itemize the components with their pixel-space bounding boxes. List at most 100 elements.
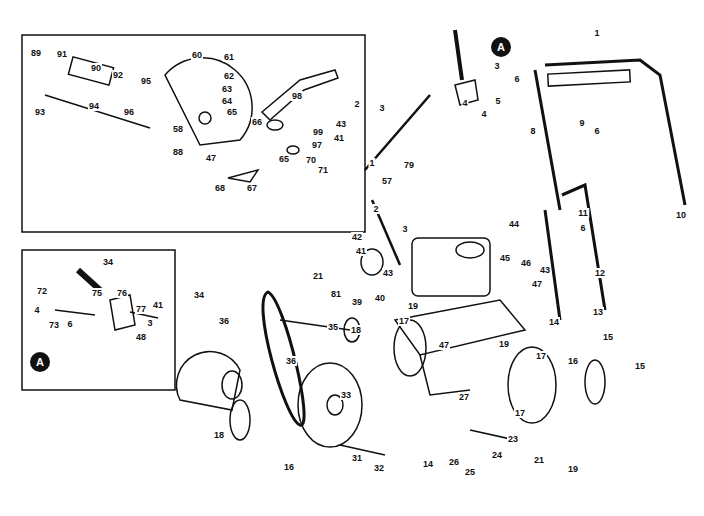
blade-guard [176, 351, 240, 410]
callout-number: 57 [381, 176, 393, 186]
callout-number: 47 [531, 279, 543, 289]
callout-number: 32 [373, 463, 385, 473]
inset-frame [22, 35, 365, 232]
wheel [394, 320, 426, 376]
callout-number: 17 [398, 316, 410, 326]
callout-number: 46 [520, 258, 532, 268]
callout-number: 1 [593, 28, 600, 38]
callout-number: 61 [223, 52, 235, 62]
callout-number: 23 [507, 434, 519, 444]
callout-number: 12 [594, 268, 606, 278]
callout-number: 19 [567, 464, 579, 474]
callout-number: 6 [579, 223, 586, 233]
lever [455, 30, 462, 80]
lower-handle [562, 185, 605, 310]
callout-number: 41 [152, 300, 164, 310]
callout-number: 11 [577, 208, 589, 218]
callout-number: 76 [116, 288, 128, 298]
shaft [68, 57, 113, 85]
shaft [280, 320, 350, 330]
callout-number: 13 [592, 307, 604, 317]
callout-number: 41 [333, 133, 345, 143]
fuel-cap [456, 242, 484, 258]
callout-number: 43 [335, 119, 347, 129]
callout-number: 93 [34, 107, 46, 117]
callout-number: 92 [112, 70, 124, 80]
callout-number: 91 [56, 49, 68, 59]
callout-number: 35 [327, 322, 339, 332]
callout-number: 36 [285, 356, 297, 366]
callout-number: 25 [464, 467, 476, 477]
callout-number: 48 [135, 332, 147, 342]
callout-number: 72 [36, 286, 48, 296]
callout-number: 89 [30, 48, 42, 58]
callout-number: 3 [493, 61, 500, 71]
callout-number: 98 [291, 91, 303, 101]
callout-number: 81 [330, 289, 342, 299]
callout-number: 88 [172, 147, 184, 157]
bolt [45, 95, 150, 128]
callout-number: 47 [205, 153, 217, 163]
callout-number: 1 [368, 158, 375, 168]
wheel-cap [585, 360, 605, 404]
callout-number: 94 [88, 101, 100, 111]
wheel [508, 347, 556, 423]
bolt [55, 310, 95, 315]
callout-number: 79 [403, 160, 415, 170]
callout-number: 6 [66, 319, 73, 329]
callout-number: 95 [140, 76, 152, 86]
callout-number: 24 [491, 450, 503, 460]
reference-circle: A [491, 37, 511, 57]
callout-number: 65 [278, 154, 290, 164]
callout-number: 18 [350, 325, 362, 335]
callout-number: 70 [305, 155, 317, 165]
callout-number: 31 [351, 453, 363, 463]
callout-number: 71 [317, 165, 329, 175]
callout-number: 60 [191, 50, 203, 60]
callout-number: 65 [226, 107, 238, 117]
callout-number: 4 [33, 305, 40, 315]
callout-number: 15 [602, 332, 614, 342]
callout-number: 62 [223, 71, 235, 81]
deck [395, 300, 525, 355]
callout-number: 27 [458, 392, 470, 402]
callout-number: 36 [218, 316, 230, 326]
spring [78, 270, 100, 290]
callout-number: 41 [355, 246, 367, 256]
blade-hub [222, 371, 242, 399]
inset-frame [22, 250, 175, 390]
callout-number: 17 [514, 408, 526, 418]
deck-arm [420, 355, 470, 395]
reference-letter: A [497, 42, 505, 53]
control-rod [372, 200, 400, 265]
callout-number: 67 [246, 183, 258, 193]
reference-letter: A [36, 357, 44, 368]
washer [267, 120, 283, 130]
callout-number: 45 [499, 253, 511, 263]
callout-number: 40 [374, 293, 386, 303]
callout-number: 3 [146, 318, 153, 328]
callout-number: 34 [193, 290, 205, 300]
callout-number: 77 [135, 304, 147, 314]
upper-handle [535, 70, 560, 210]
callout-number: 19 [407, 301, 419, 311]
callout-number: 21 [533, 455, 545, 465]
hub [199, 112, 211, 124]
callout-number: 68 [214, 183, 226, 193]
callout-number: 9 [578, 118, 585, 128]
callout-number: 21 [312, 271, 324, 281]
engine [412, 238, 490, 296]
callout-number: 43 [382, 268, 394, 278]
callout-number: 5 [494, 96, 501, 106]
callout-number: 43 [539, 265, 551, 275]
callout-number: 96 [123, 107, 135, 117]
callout-number: 16 [283, 462, 295, 472]
blade-guard [165, 58, 252, 145]
callout-number: 6 [593, 126, 600, 136]
callout-number: 63 [221, 84, 233, 94]
callout-number: 8 [529, 126, 536, 136]
callout-number: 39 [351, 297, 363, 307]
bracket [262, 70, 338, 120]
callout-number: 19 [498, 339, 510, 349]
